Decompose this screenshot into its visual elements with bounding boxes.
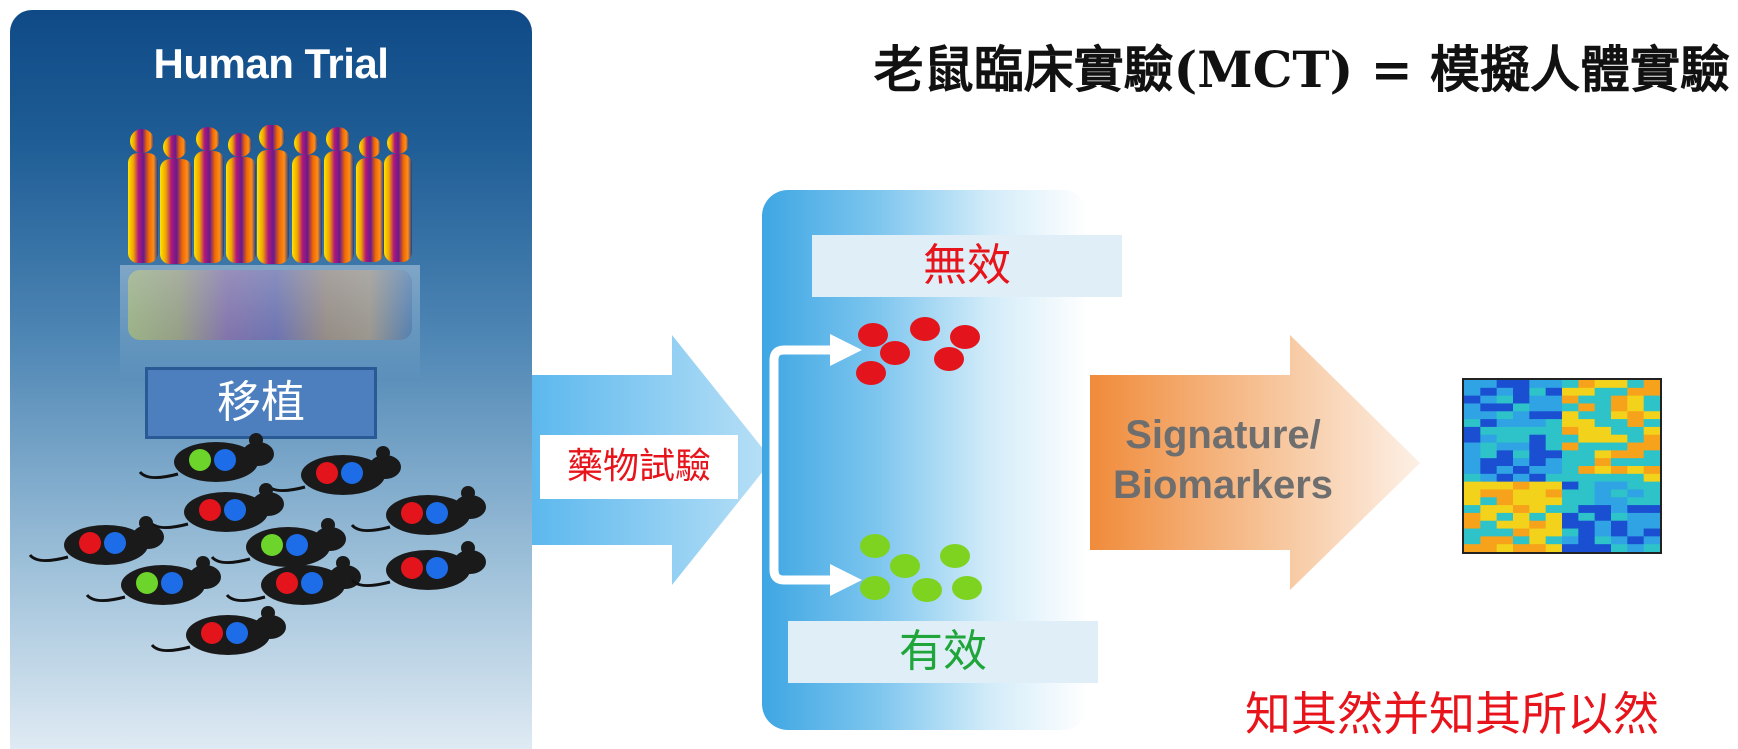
mouse-icon [148, 483, 284, 532]
ineffective-label: 無效 [812, 235, 1122, 297]
human-trial-title: Human Trial [153, 40, 389, 87]
drug-test-label: 藥物試驗 [540, 435, 738, 499]
mouse-icon [210, 518, 346, 567]
heatmap-icon [1462, 378, 1662, 554]
mouse-icon [150, 606, 286, 655]
mouse-icon [265, 446, 401, 495]
mouse-icon [350, 486, 486, 535]
biomarkers-line: Biomarkers [1112, 463, 1334, 507]
ineffective-dots-icon [856, 317, 980, 385]
branch-arrows-icon [769, 334, 862, 596]
people-silhouettes-icon [120, 125, 420, 380]
effective-dots-icon [860, 534, 982, 602]
human-trial-panel: Human Trial [10, 10, 532, 749]
caption: 知其然并知其所以然 [1245, 687, 1659, 741]
signature-biomarkers-label: Signature/ Biomarkers [1108, 410, 1338, 510]
page-title: 老鼠臨床實驗(MCT) = 模擬人體實驗 [873, 40, 1730, 99]
effective-label: 有效 [788, 621, 1098, 683]
signature-line: Signature/ [1125, 413, 1321, 457]
mouse-icon [85, 556, 221, 605]
mouse-icon [350, 541, 486, 590]
mouse-icon [28, 516, 164, 565]
signature-arrow-icon [1090, 335, 1420, 590]
mouse-icon [138, 433, 274, 482]
mouse-icon [225, 556, 361, 605]
